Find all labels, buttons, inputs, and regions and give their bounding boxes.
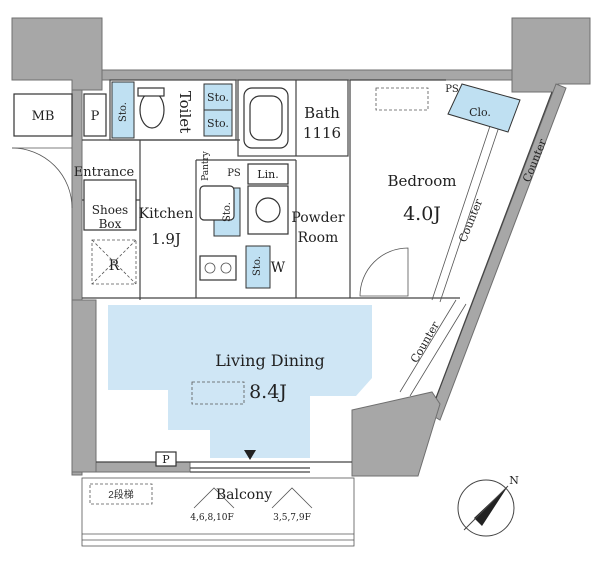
north-compass: N: [457, 474, 519, 537]
label-floors-right: 3,5,7,9F: [273, 513, 311, 523]
living-dining-floor: [108, 305, 372, 458]
label-sto-w: Sto.: [252, 256, 263, 276]
label-sto-toilet-right-2: Sto.: [207, 117, 229, 130]
label-p-top: P: [91, 109, 100, 124]
label-sto-toilet-left: Sto.: [118, 102, 129, 122]
label-sto-toilet-right-1: Sto.: [207, 91, 229, 104]
label-shoes-box-1: Shoes: [92, 203, 128, 217]
label-pantry: Pantry: [201, 150, 211, 181]
fixtures: [11, 87, 429, 509]
label-kitchen-size: 1.9J: [151, 230, 181, 248]
label-counter-top: Counter: [520, 137, 549, 185]
label-clo: Clo.: [469, 106, 491, 119]
label-balcony: Balcony: [216, 487, 272, 503]
label-bath: Bath: [304, 104, 340, 122]
label-balcony-note: 2段梯: [108, 488, 134, 501]
label-lin: Lin.: [257, 168, 278, 181]
label-living-size: 8.4J: [249, 381, 287, 403]
label-mb: MB: [32, 109, 55, 124]
label-floors-left: 4,6,8,10F: [190, 513, 233, 523]
label-bath-size: 1116: [303, 124, 341, 142]
label-counter-mid: Counter: [456, 197, 485, 245]
label-p-bottom: P: [162, 453, 170, 466]
label-ps-mid: PS: [227, 168, 241, 179]
label-w: W: [271, 260, 286, 276]
label-kitchen: Kitchen: [139, 206, 194, 222]
label-shoes-box-2: Box: [99, 217, 122, 231]
label-sto-kitchen: Sto.: [222, 202, 233, 222]
label-r: R: [109, 258, 120, 274]
label-bedroom-size: 4.0J: [403, 203, 441, 225]
label-powder-room-1: Powder: [291, 210, 345, 226]
label-ps-top: PS: [445, 84, 459, 95]
label-entrance: Entrance: [74, 165, 135, 180]
label-living-dining: Living Dining: [215, 351, 324, 370]
label-toilet: Toilet: [176, 91, 194, 133]
label-north: N: [509, 474, 519, 487]
interior-walls: [81, 79, 553, 547]
label-bedroom: Bedroom: [388, 172, 457, 190]
label-counter-low: Counter: [408, 319, 442, 365]
label-powder-room-2: Room: [298, 230, 339, 246]
